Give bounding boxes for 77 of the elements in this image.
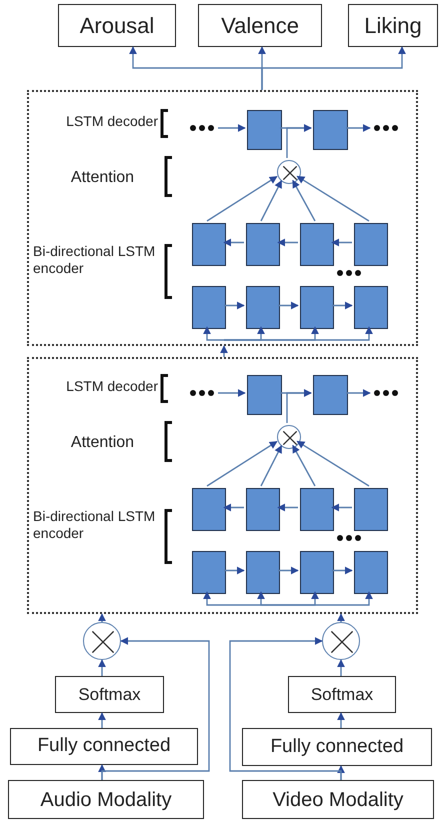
lstm-cell [354,286,388,329]
arrow [278,302,299,310]
arrow [346,124,371,132]
lstm-cell [300,488,334,531]
arrow [224,566,245,574]
lstm-cell [192,488,226,531]
lstm-cell [246,286,280,329]
lstm-cell [247,375,282,415]
arrow [206,176,278,222]
arrow [296,440,370,487]
text-box: Liking [348,4,438,47]
arrow [223,504,244,512]
text-box: Softmax [55,676,164,713]
arrow [98,613,106,622]
arrow [98,712,106,728]
lstm-cell [354,488,388,531]
arrow [337,659,345,676]
text-box: Video Modality [242,780,434,819]
arrow [229,637,342,780]
text-box: Audio Modality [8,780,204,819]
arrow [257,591,288,606]
arrow [224,326,373,341]
lstm-cell [192,286,226,329]
arrow [292,444,316,487]
arrow [296,176,370,222]
layer-label: Attention [70,433,136,453]
dashed-group-frame [27,90,418,346]
lstm-cell [246,488,280,531]
lstm-cell [247,110,282,150]
arrow [337,712,345,728]
arrow [218,124,246,132]
lstm-cell [246,223,280,266]
arrow [260,444,282,487]
lstm-cell [192,223,226,266]
arrow [206,440,278,487]
lstm-cell [313,375,348,415]
text-box: Fully connected [242,728,432,766]
arrow [332,566,353,574]
arrow [218,389,246,397]
lstm-cell [300,286,334,329]
arrow [286,389,312,423]
arrow [288,591,373,606]
lstm-cell [300,223,334,266]
layer-label: Bi-directional LSTM encoder [33,508,156,542]
arrow [98,659,106,676]
layer-label: Attention [70,168,136,188]
lstm-cell [354,551,388,594]
arrow [332,302,353,310]
arrow [337,613,345,622]
arrow [292,180,316,222]
lstm-cell [354,223,388,266]
text-box: Arousal [58,4,176,47]
arrow [278,566,299,574]
arrow [203,326,224,341]
layer-label: LSTM decoder [65,112,158,131]
lstm-cell [246,551,280,594]
layer-label: LSTM decoder [65,377,158,396]
arrow [260,180,282,222]
arrow [277,504,298,512]
arrow [224,302,245,310]
arrow [331,238,352,246]
layer-label: Bi-directional LSTM encoder [33,243,156,277]
lstm-cell [192,551,226,594]
lstm-cell [300,551,334,594]
arrow [346,389,371,397]
arrow [331,504,352,512]
text-box: Softmax [288,676,396,713]
arrow [277,238,298,246]
dashed-group-frame [27,357,418,614]
arrow [220,345,228,357]
lstm-cell [313,110,348,150]
text-box: Fully connected [10,728,198,765]
arrow [286,124,312,158]
text-box: Valence [198,4,322,47]
arrow [223,238,244,246]
arrow [101,637,210,780]
arrow [261,46,406,90]
